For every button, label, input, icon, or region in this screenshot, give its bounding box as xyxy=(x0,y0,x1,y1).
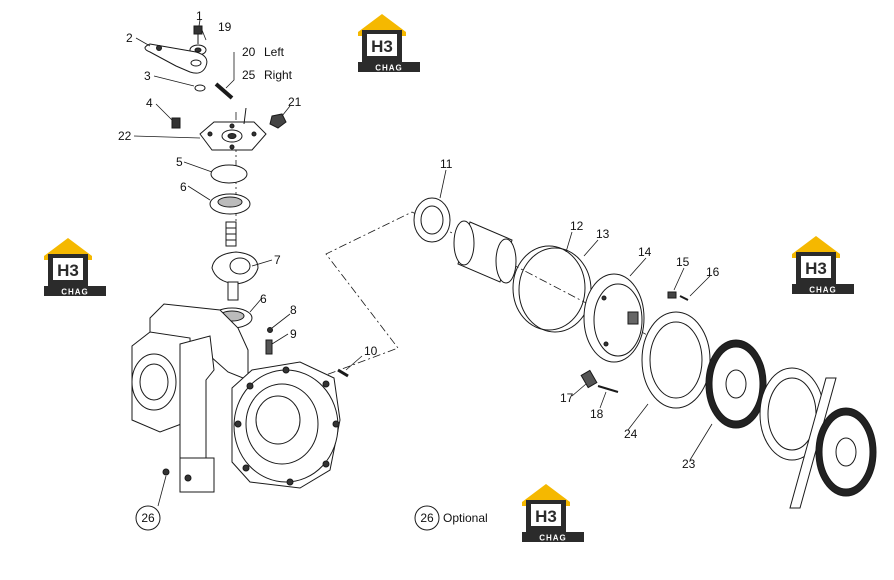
part-screw-15-16 xyxy=(667,291,689,301)
callout-19: 19 xyxy=(218,20,232,34)
callout-20: 20 xyxy=(242,45,256,59)
part-plate-24 xyxy=(641,311,711,409)
callout-26: 26 xyxy=(141,511,155,525)
part-friction-disc-end xyxy=(815,407,877,497)
part-steering-arm-2 xyxy=(144,43,208,74)
logo-mark-text: H3 xyxy=(57,261,79,280)
logo-mark-text: H3 xyxy=(805,259,827,278)
callout-25-side-right: Right xyxy=(264,68,293,82)
leader-lines xyxy=(133,19,713,507)
part-screw-4 xyxy=(171,117,181,129)
callout-15: 15 xyxy=(676,255,690,269)
callout-10: 10 xyxy=(364,344,378,358)
callout-17: 17 xyxy=(560,391,574,405)
callout-16: 16 xyxy=(706,265,720,279)
part-spring-17 xyxy=(580,369,598,389)
part-kingpin-7 xyxy=(211,221,259,301)
logo-sub-text: CHAG xyxy=(375,64,403,73)
callout-4: 4 xyxy=(146,96,153,110)
callout-13: 13 xyxy=(596,227,610,241)
callout-9: 9 xyxy=(290,327,297,341)
part-spring-9 xyxy=(265,339,273,355)
part-pin-10 xyxy=(337,368,349,378)
logo-sub-text: CHAG xyxy=(539,534,567,543)
part-bearing-cap-22 xyxy=(199,107,267,151)
optional-note-number: 26 xyxy=(420,511,434,525)
callout-7: 7 xyxy=(274,253,281,267)
brand-logo-bottom: H3 CHAG xyxy=(522,484,584,543)
part-fitting-8 xyxy=(267,327,273,333)
part-piston-14 xyxy=(583,273,645,363)
axle-housing xyxy=(131,303,341,493)
callout-12: 12 xyxy=(570,219,584,233)
logo-sub-text: CHAG xyxy=(61,288,89,297)
logo-sub-text: CHAG xyxy=(809,286,837,295)
part-sleeve xyxy=(453,220,517,284)
callout-11: 11 xyxy=(440,157,453,171)
callout-2: 2 xyxy=(126,31,133,45)
callout-23: 23 xyxy=(682,457,696,471)
optional-note: 26 Optional xyxy=(414,505,488,531)
part-oring-3 xyxy=(194,84,206,92)
brand-logo-left: H3 CHAG xyxy=(44,238,106,297)
part-bolt-1 xyxy=(193,25,203,44)
callout-26-circle: 26 xyxy=(135,505,161,531)
callout-14: 14 xyxy=(638,245,652,259)
part-plug-21 xyxy=(269,113,287,129)
callout-5: 5 xyxy=(176,155,183,169)
part-stud-20-25 xyxy=(214,82,234,100)
logo-mark-text: H3 xyxy=(535,507,557,526)
logo-mark-text: H3 xyxy=(371,37,393,56)
optional-note-text: Optional xyxy=(443,511,488,525)
callout-3: 3 xyxy=(144,69,151,83)
part-seal-12-13 xyxy=(512,245,592,333)
callout-1: 1 xyxy=(196,9,203,23)
brand-logo-top: H3 CHAG xyxy=(358,14,420,73)
callout-8: 8 xyxy=(290,303,297,317)
part-nut-11 xyxy=(413,197,451,243)
callout-25: 25 xyxy=(242,68,256,82)
part-separator-plate xyxy=(759,367,837,509)
part-shim-5 xyxy=(210,164,248,184)
part-bearing-6-upper xyxy=(209,193,251,215)
part-bolt-18 xyxy=(597,385,619,393)
callout-labels: 1 19 2 20 Left 3 25 Right 4 21 22 5 6 7 … xyxy=(118,9,720,471)
callout-20-side-left: Left xyxy=(264,45,285,59)
part-friction-disc-23 xyxy=(705,339,767,429)
callout-22: 22 xyxy=(118,129,132,143)
callout-21: 21 xyxy=(288,95,302,109)
brand-logo-right: H3 CHAG xyxy=(792,236,854,295)
callout-6-upper: 6 xyxy=(180,180,187,194)
callout-18: 18 xyxy=(590,407,604,421)
callout-6-lower: 6 xyxy=(260,292,267,306)
callout-24: 24 xyxy=(624,427,638,441)
